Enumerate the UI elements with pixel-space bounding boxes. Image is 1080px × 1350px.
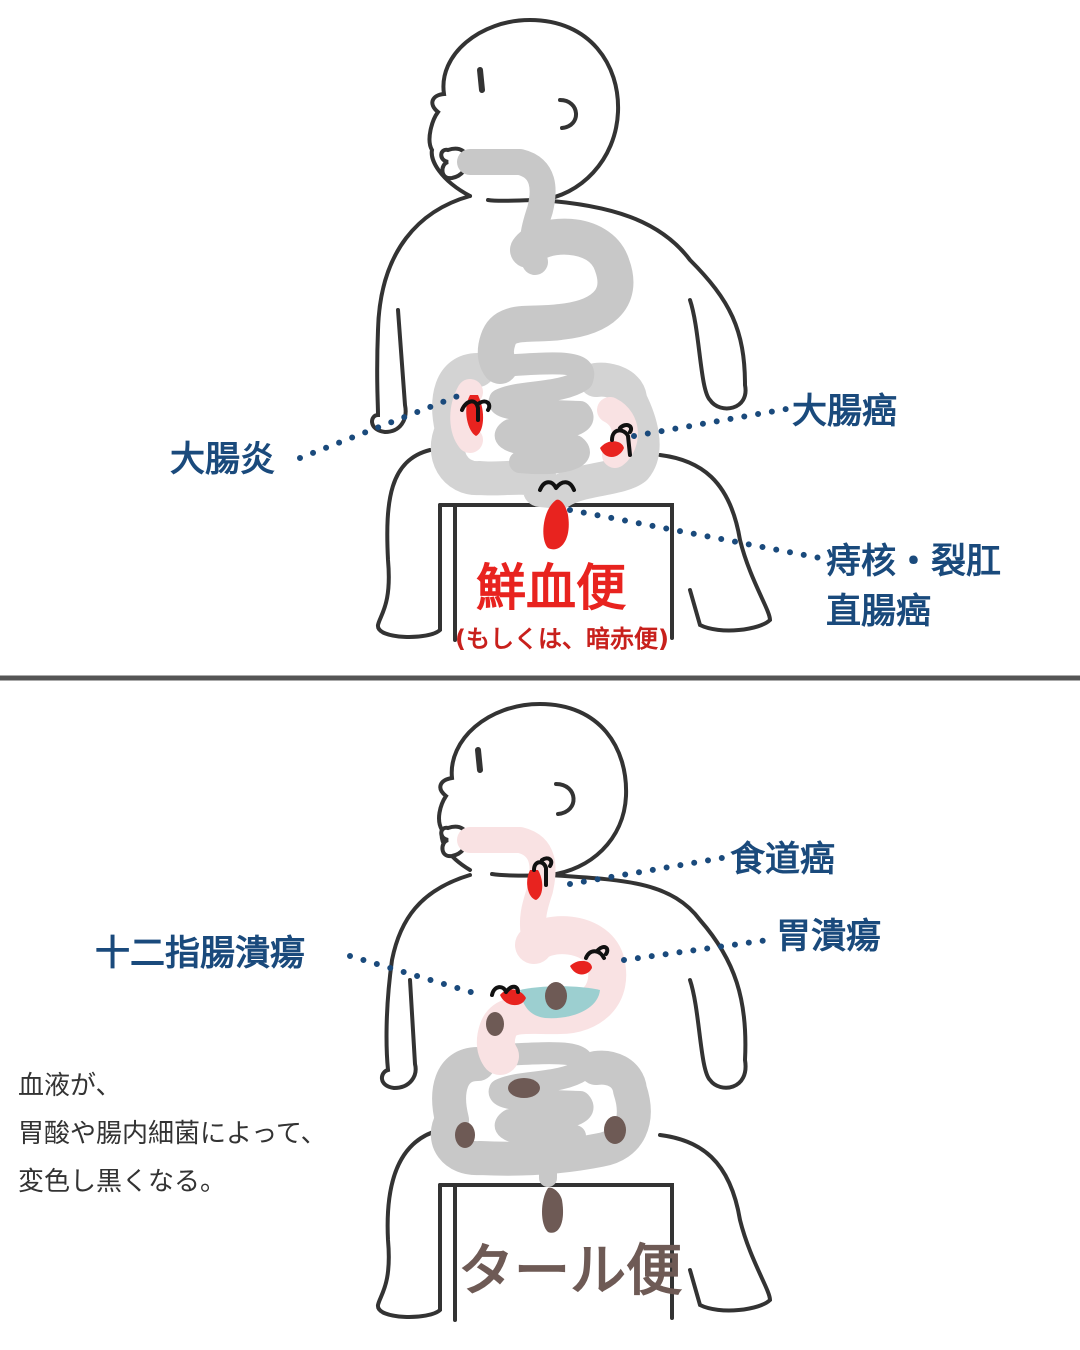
bottom-ear bbox=[556, 784, 574, 814]
bottom-digestive-tract bbox=[448, 840, 634, 1233]
leader-gastric bbox=[624, 940, 768, 960]
dark-clot-colon-left bbox=[455, 1122, 475, 1148]
label-gastric-ulcer: 胃潰瘍 bbox=[776, 917, 881, 957]
label-hemorrhoids-fissure: 痔核・裂肛 bbox=[826, 542, 1001, 582]
dark-clot-stomach bbox=[545, 982, 567, 1010]
dark-clot-colon-right bbox=[604, 1116, 626, 1144]
label-colon-cancer: 大腸癌 bbox=[792, 392, 897, 432]
tarry-stool-drop bbox=[542, 1188, 563, 1233]
label-esophageal-cancer: 食道癌 bbox=[730, 840, 835, 880]
note-line-1: 血液が、 bbox=[18, 1062, 438, 1110]
explanation-note: 血液が、 胃酸や腸内細菌によって、 変色し黒くなる。 bbox=[18, 1062, 438, 1206]
note-line-2: 胃酸や腸内細菌によって、 bbox=[18, 1110, 438, 1158]
bottom-eye bbox=[478, 750, 480, 770]
title-fresh-blood-stool: 鮮血便 bbox=[476, 560, 626, 618]
top-stomach bbox=[496, 237, 616, 366]
top-eye bbox=[480, 70, 482, 90]
label-rectal-cancer: 直腸癌 bbox=[826, 592, 931, 632]
top-ear bbox=[560, 100, 576, 128]
label-duodenal-ulcer: 十二指腸潰瘍 bbox=[95, 934, 305, 974]
title-tarry-stool: タール便 bbox=[458, 1240, 682, 1304]
leader-hemorrhoids bbox=[570, 510, 820, 558]
note-line-3: 変色し黒くなる。 bbox=[18, 1158, 438, 1206]
dark-clot-small-intestine bbox=[508, 1078, 540, 1098]
label-colitis: 大腸炎 bbox=[170, 440, 275, 480]
subtitle-dark-red-stool: (もしくは、暗赤便) bbox=[455, 626, 669, 654]
top-digestive-tract bbox=[448, 162, 643, 549]
leader-duodenal bbox=[350, 956, 484, 996]
dark-clot-duodenum bbox=[486, 1012, 504, 1036]
leader-esophageal bbox=[570, 858, 722, 884]
